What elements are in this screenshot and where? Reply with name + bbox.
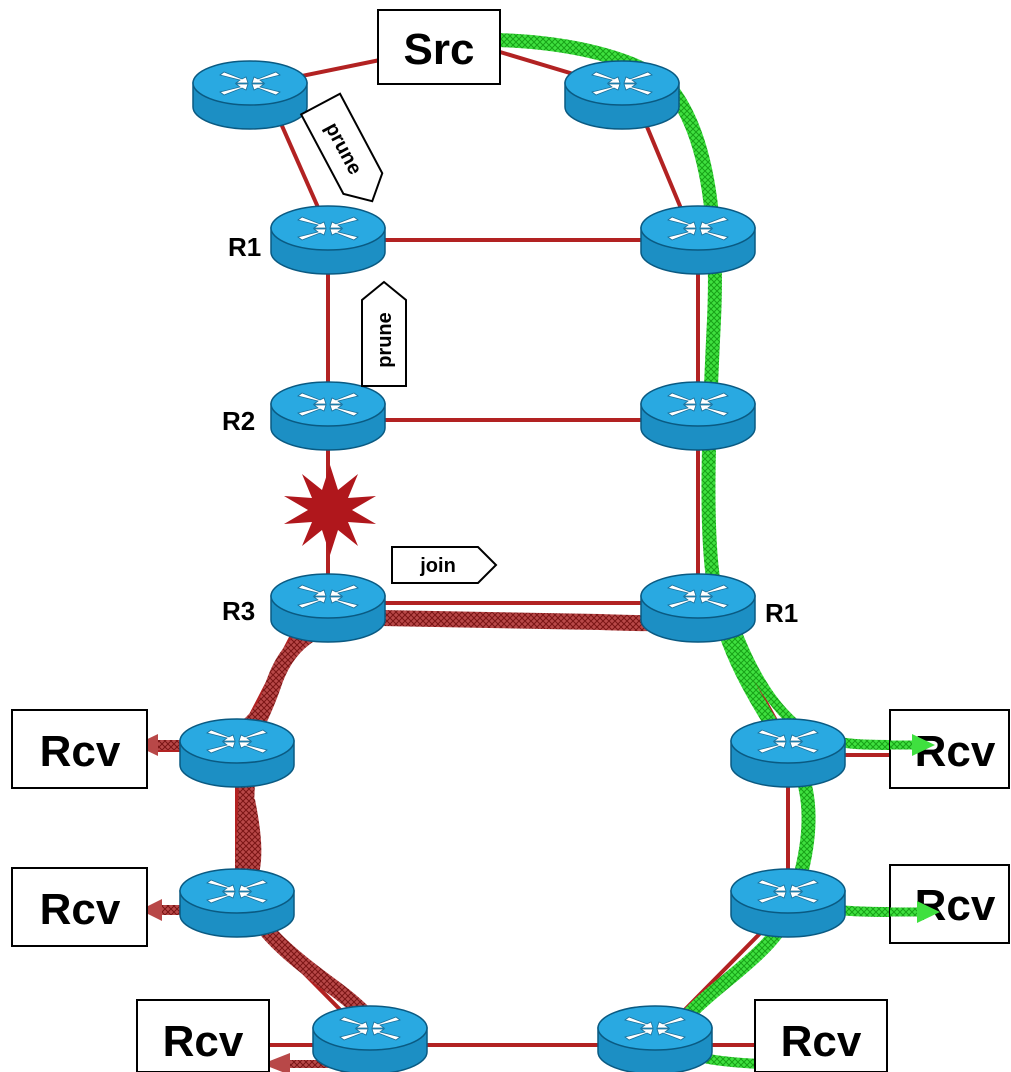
receiver-label: Rcv bbox=[40, 727, 121, 776]
router-icon bbox=[730, 718, 846, 788]
receiver-label: Rcv bbox=[40, 885, 121, 934]
source-label: Src bbox=[404, 25, 475, 74]
receiver-label: Rcv bbox=[915, 881, 996, 930]
receiver-label: Rcv bbox=[915, 727, 996, 776]
host-boxes: Src Rcv Rcv Rcv Rcv Rcv Rcv bbox=[11, 9, 1010, 1072]
green-arrowheads-overlay bbox=[912, 734, 940, 923]
router-icon bbox=[640, 573, 756, 643]
message-arrow-icon bbox=[299, 92, 384, 203]
router-icon bbox=[179, 718, 295, 788]
router-icon bbox=[564, 60, 680, 130]
router-icon bbox=[192, 60, 308, 130]
receiver-host: Rcv bbox=[11, 867, 148, 947]
red-distribution-tree bbox=[155, 584, 723, 1072]
red-arrowhead bbox=[140, 899, 162, 921]
green-arrow-overlays bbox=[890, 740, 920, 917]
red-arrowhead bbox=[262, 1053, 290, 1072]
message-prune-top: prune bbox=[299, 92, 384, 203]
router-icon bbox=[730, 868, 846, 938]
message-arrow-icon bbox=[391, 546, 498, 584]
router-icon bbox=[179, 868, 295, 938]
router-icon bbox=[597, 1005, 713, 1072]
message-join: join bbox=[391, 546, 498, 584]
message-prune-mid: prune bbox=[361, 280, 407, 387]
prune-label: prune bbox=[374, 312, 396, 368]
explosion-icon bbox=[284, 465, 376, 555]
source-host: Src bbox=[377, 9, 501, 85]
receiver-host: Rcv bbox=[754, 999, 888, 1072]
receiver-label: Rcv bbox=[163, 1017, 244, 1066]
join-label: join bbox=[419, 555, 456, 577]
router-icon bbox=[270, 205, 386, 275]
receiver-host: Rcv bbox=[136, 999, 270, 1072]
router-icon bbox=[270, 381, 386, 451]
router-label-r2: R2 bbox=[222, 406, 255, 436]
router-labels: R1 R2 R3 R1 bbox=[222, 232, 798, 628]
message-arrow-icon bbox=[361, 280, 407, 387]
green-arrowhead bbox=[917, 901, 940, 923]
router-icon bbox=[270, 573, 386, 643]
router-icon bbox=[312, 1005, 428, 1072]
router-label-r3: R3 bbox=[222, 596, 255, 626]
router-label-r1-left: R1 bbox=[228, 232, 261, 262]
router-label-r1-right: R1 bbox=[765, 598, 798, 628]
receiver-host: Rcv bbox=[889, 864, 1010, 944]
red-tree-trunk bbox=[235, 584, 723, 1072]
green-arrowhead bbox=[912, 734, 935, 756]
routers bbox=[179, 60, 846, 1072]
router-icon bbox=[640, 381, 756, 451]
receiver-label: Rcv bbox=[781, 1017, 862, 1066]
router-icon bbox=[640, 205, 756, 275]
receiver-host: Rcv bbox=[11, 709, 148, 789]
